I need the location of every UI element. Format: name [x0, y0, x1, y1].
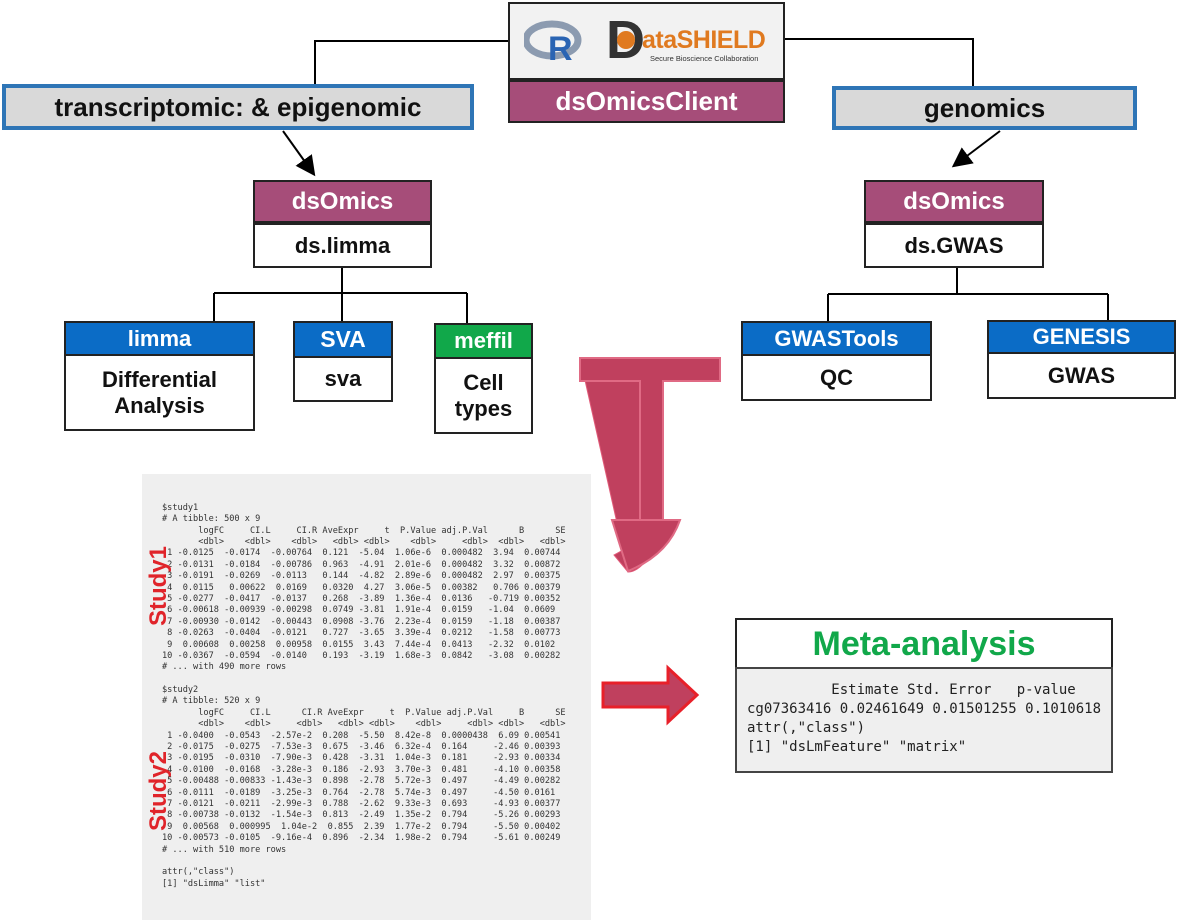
connector-right-top [785, 38, 974, 86]
console-line: 9 0.00568 0.000995 1.04e-2 0.855 2.39 1.… [162, 821, 561, 832]
genomics-branch-title: genomics [832, 86, 1137, 130]
right-dsomics-label: dsOmics [864, 180, 1044, 223]
console-line: # ... with 510 more rows [162, 844, 287, 855]
console-line: logFC CI.L CI.R AveExpr t P.Value adj.P.… [162, 525, 566, 536]
datashield-name: ataSHIELD [642, 26, 766, 54]
meffil-body: Cell types [434, 357, 533, 434]
transcriptomic-branch-title: transcriptomic: & epigenomic [2, 84, 474, 130]
sva-body: sva [293, 356, 393, 402]
r-letter: R [548, 30, 573, 64]
limma-head: limma [64, 321, 255, 354]
console-line: logFC CI.L CI.R AveExpr t P.Value adj.P.… [162, 707, 566, 718]
console-line: 2 -0.0131 -0.0184 -0.00786 0.963 -4.91 2… [162, 559, 561, 570]
console-line: <dbl> <dbl> <dbl> <dbl> <dbl> <dbl> <dbl… [162, 719, 566, 730]
meffil-body-line2: types [454, 395, 513, 421]
datashield-d-icon: D [606, 10, 652, 70]
console-line: $study2 [162, 685, 199, 696]
gwastools-body: QC [741, 354, 932, 401]
genesis-head: GENESIS [987, 320, 1176, 352]
console-line: 1 -0.0125 -0.0174 -0.00764 0.121 -5.04 1… [162, 548, 561, 559]
ds-gwas-function: ds.GWAS [864, 223, 1044, 268]
console-line: 8 -0.00738 -0.0132 -1.54e-3 0.813 -2.49 … [162, 810, 561, 821]
console-line: # ... with 490 more rows [162, 662, 287, 673]
console-line: # A tibble: 520 x 9 [162, 696, 261, 707]
study-label-column: Study1 Study2 [142, 474, 172, 920]
limma-body: Differential Analysis [64, 354, 255, 431]
gwastools-head: GWASTools [741, 321, 932, 354]
console-line: # A tibble: 500 x 9 [162, 514, 261, 525]
console-line: 9 0.00608 0.00258 0.00958 0.0155 3.43 7.… [162, 639, 556, 650]
console-line: 2 -0.0175 -0.0275 -7.53e-3 0.675 -3.46 6… [162, 742, 561, 753]
datashield-tagline: Secure Bioscience Collaboration [650, 54, 759, 63]
console-line: 5 -0.00488 -0.00833 -1.43e-3 0.898 -2.78… [162, 776, 561, 787]
limma-body-line2: Analysis [114, 392, 205, 418]
console-line: 10 -0.0367 -0.0594 -0.0140 0.193 -3.19 1… [162, 650, 561, 661]
meta-analysis-title: Meta-analysis [812, 624, 1036, 663]
meta-line-3: attr(,"class") [747, 720, 866, 736]
console-line: <dbl> <dbl> <dbl> <dbl> <dbl> <dbl> <dbl… [162, 536, 566, 547]
r-logo-icon: R [522, 20, 584, 68]
console-output: $study1# A tibble: 500 x 9 logFC CI.L CI… [142, 474, 591, 920]
console-line: 4 0.0115 0.00622 0.0169 0.0320 4.27 3.06… [162, 582, 561, 593]
arrow-left-down [282, 130, 316, 177]
console-line: 7 -0.0121 -0.0211 -2.99e-3 0.788 -2.62 9… [162, 798, 561, 809]
console-line: 1 -0.0400 -0.0543 -2.57e-2 0.208 -5.50 8… [162, 730, 561, 741]
console-line: [1] "dsLimma" "list" [162, 878, 266, 889]
console-line: 4 -0.0100 -0.0168 -3.28e-3 0.186 -2.93 3… [162, 764, 561, 775]
ds-limma-function: ds.limma [253, 223, 432, 268]
dsomicsclient-label: dsOmicsClient [508, 80, 785, 123]
meta-line-1: Estimate Std. Error p-value [747, 682, 1076, 698]
console-lines: $study1# A tibble: 500 x 9 logFC CI.L CI… [162, 503, 591, 890]
connector-left-top [314, 40, 508, 84]
console-line: 7 -0.00930 -0.0142 -0.00443 0.0908 -3.76… [162, 616, 561, 627]
console-line: 6 -0.0111 -0.0189 -3.25e-3 0.764 -2.78 5… [162, 787, 556, 798]
meta-analysis-title-box: Meta-analysis [735, 618, 1113, 668]
console-line: 3 -0.0191 -0.0269 -0.0113 0.144 -4.82 2.… [162, 571, 561, 582]
left-dsomics-label: dsOmics [253, 180, 432, 223]
logo-box: R D ataSHIELD Secure Bioscience Collabor… [508, 2, 785, 80]
console-line: 10 -0.00573 -0.0105 -9.16e-4 0.896 -2.34… [162, 833, 561, 844]
console-line: 3 -0.0195 -0.0310 -7.90e-3 0.428 -3.31 1… [162, 753, 561, 764]
genesis-body: GWAS [987, 352, 1176, 399]
meffil-body-line1: Cell [463, 369, 504, 395]
sva-head: SVA [293, 321, 393, 356]
meffil-head: meffil [434, 323, 533, 357]
red-right-arrow [601, 664, 700, 726]
meta-line-4: [1] "dsLmFeature" "matrix" [747, 739, 967, 755]
console-line [162, 674, 591, 685]
console-line: $study1 [162, 502, 199, 513]
console-line [162, 856, 591, 867]
arrow-right-down [951, 130, 1001, 168]
console-line: attr(,"class") [162, 867, 235, 878]
limma-body-line1: Differential [102, 366, 217, 392]
console-line: 6 -0.00618 -0.00939 -0.00298 0.0749 -3.8… [162, 605, 556, 616]
study1-label: Study1 [145, 546, 172, 627]
console-line: 8 -0.0263 -0.0404 -0.0121 0.727 -3.65 3.… [162, 628, 561, 639]
study2-label: Study2 [145, 751, 172, 832]
red-bent-arrow [579, 357, 721, 573]
meta-analysis-output: Estimate Std. Error p-value cg07363416 0… [735, 667, 1113, 773]
console-line: 5 -0.0277 -0.0417 -0.0137 0.268 -3.89 1.… [162, 593, 561, 604]
meta-line-2: cg07363416 0.02461649 0.01501255 0.10106… [747, 701, 1102, 717]
